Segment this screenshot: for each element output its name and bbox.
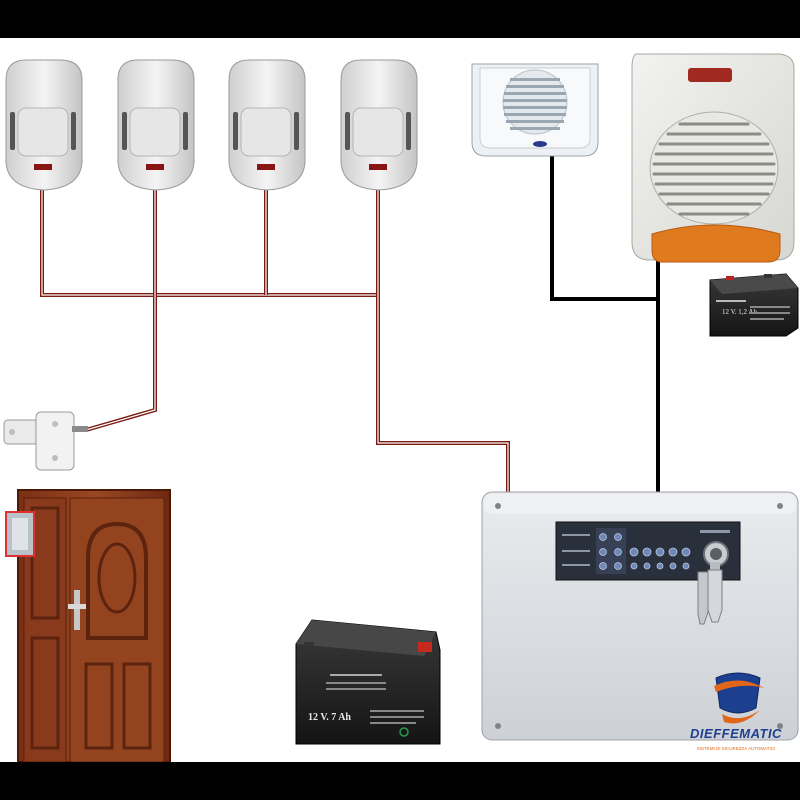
pir-sensor[interactable] bbox=[117, 59, 195, 191]
pir-sensor[interactable] bbox=[5, 59, 83, 191]
siren-battery: 12 V. 1,2 Ah bbox=[709, 273, 799, 337]
brand-badge-icon bbox=[369, 164, 387, 170]
control-panel[interactable]: DIEFFEMATIC SISTEMI DI SICUREZZA AUTOMAT… bbox=[481, 491, 799, 751]
indicator-panel bbox=[555, 521, 741, 581]
pir-sensor-group bbox=[5, 59, 418, 191]
brand-badge-icon bbox=[34, 164, 52, 170]
pir-sensor[interactable] bbox=[340, 59, 418, 191]
flash-lens-icon bbox=[651, 224, 781, 263]
indoor-siren[interactable] bbox=[471, 63, 599, 157]
brand-name: DIEFFEMATIC bbox=[690, 726, 782, 741]
brand-badge-icon bbox=[257, 164, 275, 170]
siren-cables bbox=[550, 156, 660, 495]
door bbox=[5, 489, 171, 762]
siren-battery-label: 12 V. 1,2 Ah bbox=[722, 308, 757, 316]
door-handle-icon bbox=[74, 590, 80, 630]
brand-emblem-icon bbox=[714, 672, 764, 724]
siren-grille-icon bbox=[649, 111, 779, 225]
brand-badge-icon bbox=[146, 164, 164, 170]
main-battery-label: 12 V. 7 Ah bbox=[308, 712, 351, 723]
alarm-system-diagram: 12 V. 1,2 Ah 12 V. 7 Ah bbox=[0, 38, 800, 762]
pir-cables bbox=[40, 190, 510, 493]
brand-badge-icon bbox=[533, 141, 547, 147]
outdoor-siren[interactable] bbox=[631, 53, 795, 263]
recycle-icon bbox=[399, 727, 409, 737]
pir-sensor[interactable] bbox=[228, 59, 306, 191]
wiring bbox=[40, 156, 660, 495]
speaker-grille-icon bbox=[502, 69, 568, 135]
main-battery: 12 V. 7 Ah bbox=[295, 619, 441, 745]
key-switch[interactable] bbox=[697, 541, 729, 625]
brand-tagline: SISTEMI DI SICUREZZA AUTOMATICI bbox=[697, 746, 776, 751]
magnetic-contact[interactable] bbox=[3, 411, 88, 471]
brand-plate-icon bbox=[688, 68, 732, 82]
